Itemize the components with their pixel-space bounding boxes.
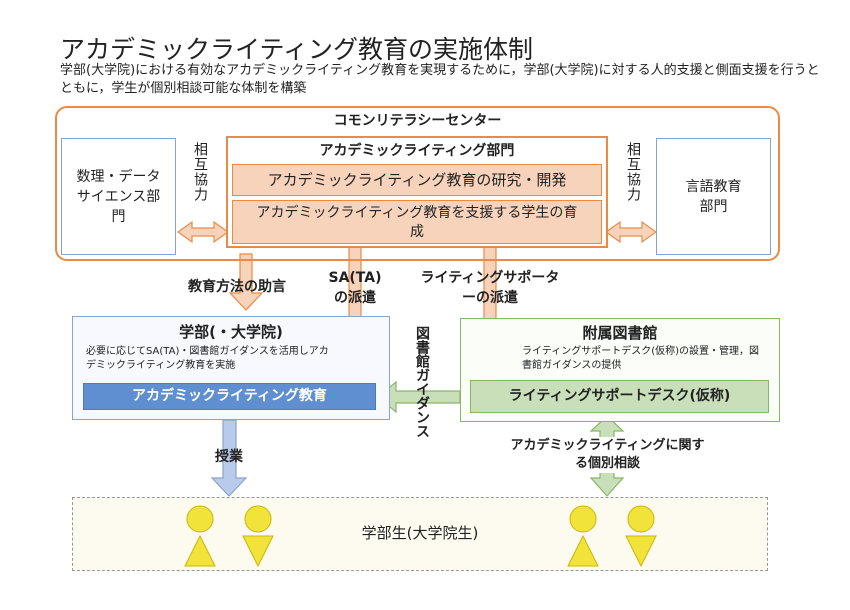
classes-label: 授業	[215, 449, 243, 465]
commons-literacy-center	[55, 106, 780, 261]
writing-support-desk-label: ライティングサポートデスク(仮称)	[508, 388, 731, 404]
writing-support-desk: ライティングサポートデスク(仮称)	[470, 380, 769, 413]
faculty-title: 学部(・大学院)	[179, 323, 283, 341]
library-guidance-label: 図書館ガイダンス	[414, 326, 430, 438]
student-person-icon-2	[242, 505, 274, 568]
sa-ta-dispatch-label: SA(TA)の派遣	[328, 270, 382, 306]
writing-supporter-dispatch-label: ライティングサポーターの派遣	[420, 270, 560, 306]
page-subtitle: 学部(大学院)における有効なアカデミックライティング教育を実現するために，学部(…	[60, 63, 820, 96]
students-box	[72, 497, 768, 571]
mutual-cooperation-right-label: 相互協力	[625, 142, 641, 202]
library-description: ライティングサポートデスク(仮称)の設置・管理，図書館ガイダンスの提供	[522, 346, 760, 371]
student-figures-left	[184, 505, 274, 568]
mutual-cooperation-left-label: 相互協力	[192, 142, 208, 202]
library-title: 附属図書館	[582, 324, 658, 342]
language-dept-label: 言語教育部門	[685, 178, 742, 215]
language-dept: 言語教育部門	[656, 138, 771, 255]
individual-consultation-label: アカデミックライティングに関する個別相談	[510, 437, 705, 473]
student-person-icon-3	[567, 505, 599, 567]
student-person-icon-4	[625, 505, 657, 568]
aw-research-item: アカデミックライティング教育の研究・開発	[232, 164, 602, 196]
academic-writing-dept-title: アカデミックライティング部門	[319, 143, 515, 159]
commons-center-title: コモンリテラシーセンター	[333, 113, 502, 129]
data-science-dept-label: 数理・データサイエンス部門	[76, 168, 161, 225]
faculty-program: アカデミックライティング教育	[83, 383, 376, 410]
aw-research-item-label: アカデミックライティング教育の研究・開発	[267, 171, 567, 189]
students-label: 学部生(大学院生)	[361, 524, 479, 542]
student-person-icon-1	[184, 505, 216, 567]
faculty-program-label: アカデミックライティング教育	[132, 388, 327, 404]
page-title: アカデミックライティング教育の実施体制	[60, 35, 534, 64]
teaching-advice-label: 教育方法の助言	[188, 279, 286, 295]
data-science-dept: 数理・データサイエンス部門	[61, 138, 176, 255]
aw-student-training-item-label: アカデミックライティング教育を支援する学生の育成	[256, 205, 578, 240]
classes-arrow	[210, 419, 248, 497]
faculty-description: 必要に応じてSA(TA)・図書館ガイダンスを活用しアカデミックライティング教育を…	[86, 346, 329, 371]
student-figures-right	[567, 505, 657, 568]
aw-student-training-item: アカデミックライティング教育を支援する学生の育成	[232, 200, 602, 244]
